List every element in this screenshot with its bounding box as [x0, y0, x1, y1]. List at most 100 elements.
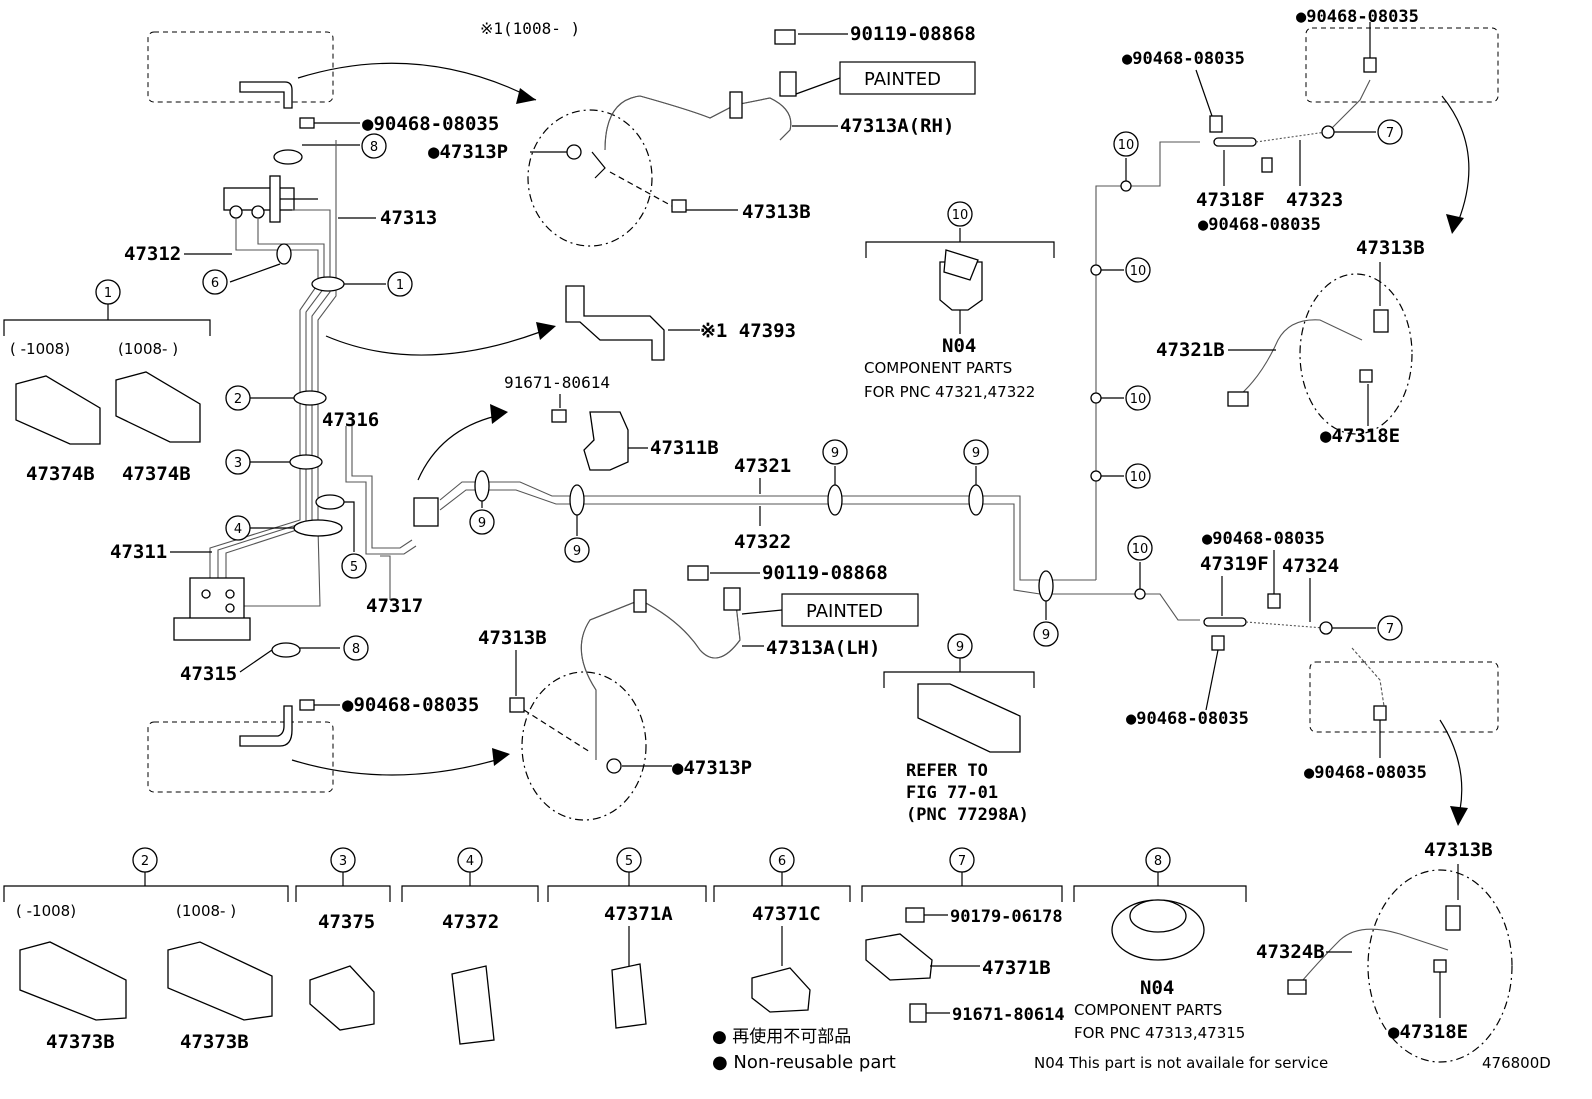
hose-47318f [1213, 137, 1257, 147]
clip-7-a [1321, 125, 1335, 139]
svg-text:2: 2 [141, 854, 149, 869]
detail-ellipse-r-rear [1367, 869, 1513, 1063]
brake-line-47316 [351, 420, 413, 549]
brake-line-bundle-4 [240, 140, 337, 607]
bracket-group-9 [883, 671, 1035, 688]
bracket-group-5 [547, 885, 707, 902]
clip-90468-a [299, 117, 315, 129]
clip-callout-9-b [569, 484, 585, 516]
hose-47319f [1203, 617, 1247, 627]
brake-line-47317 [380, 555, 391, 600]
callout-8-bot: 8 [343, 635, 369, 661]
label-r-90468-mid: ●90468-08035 [1198, 215, 1321, 235]
clip-callout-1 [311, 276, 345, 292]
callout-1-main: 1 [387, 271, 413, 297]
clamp-47371a [611, 963, 647, 1029]
bolt-90119-top [774, 29, 796, 45]
clip-90468-r-top [1363, 57, 1377, 73]
grommet-n04-inner [1129, 899, 1187, 933]
legend-en: ● Non-reusable part [712, 1052, 896, 1073]
arrow-head-5 [1446, 214, 1464, 234]
svg-text:9: 9 [831, 446, 839, 461]
svg-text:1: 1 [104, 286, 112, 301]
legend-n04: N04 This part is not availale for servic… [1034, 1054, 1328, 1072]
label-b-47372: 47372 [442, 911, 499, 933]
clip-callout-9-c [827, 484, 843, 516]
bolt-r-47313b-a [1373, 309, 1389, 333]
pipe-bottom-right-detail [1351, 647, 1385, 707]
label-refer3: (PNC 77298A) [906, 805, 1029, 825]
hose-47324b [1295, 928, 1449, 989]
clamp-47371b [865, 933, 933, 981]
pipe-47323 [1255, 131, 1327, 143]
clip-callout-4 [293, 519, 343, 537]
brake-line-bundle-2 [217, 218, 325, 600]
label-91671-80614: 91671-80614 [504, 373, 610, 392]
gasket-r-47318e-b [1433, 959, 1447, 973]
clamp-47374b-b [115, 371, 201, 443]
label-r-47321B: 47321B [1156, 339, 1225, 361]
clip-10-a [1120, 180, 1132, 192]
svg-text:9: 9 [972, 446, 980, 461]
leader-90468-r-top2 [1195, 69, 1213, 117]
clip-callout-8-bot [271, 642, 301, 658]
clip-90468-r-e [1373, 705, 1387, 721]
clip-callout-3 [289, 454, 323, 470]
clip-callout-9-e [1038, 570, 1054, 602]
callout-circles: 8 6 1 1 2 3 4 5 8 9 9 9 9 9 9 10 10 10 1… [95, 119, 1403, 873]
label-b-47371C: 47371C [752, 903, 821, 925]
callout-10-e: 10 [1127, 535, 1153, 561]
bracket-group-7 [861, 885, 1063, 902]
hose-47324b-end [1287, 979, 1307, 995]
callout-8-top: 8 [361, 133, 387, 159]
callout-7-group: 7 [949, 847, 975, 873]
brake-hose-lh [580, 599, 741, 760]
detail-ellipse-lh [521, 671, 647, 821]
clip-10-e [1134, 588, 1146, 600]
callout-3: 3 [225, 449, 251, 475]
label-refer1: REFER TO [906, 761, 988, 781]
bracket-group-4 [401, 885, 539, 902]
actuator-port-a [201, 589, 211, 599]
label-r-90468-lo2: ●90468-08035 [1126, 709, 1249, 729]
clip-callout-6 [276, 243, 292, 265]
svg-text:9: 9 [478, 516, 486, 531]
label-painted-bot: PAINTED [806, 601, 883, 622]
abs-actuator-body [189, 577, 245, 623]
brake-line-right-front [1095, 141, 1200, 580]
pipe-end-top [239, 81, 293, 109]
bracket-47311b [583, 411, 629, 471]
bolt-47313b-left [509, 697, 525, 713]
bolt-47313b-top [671, 199, 687, 213]
label-r-47324: 47324 [1282, 555, 1339, 577]
leader-90468-lo2 [1205, 649, 1219, 711]
leader-painted-bot [741, 609, 783, 615]
callout-3-group: 3 [330, 847, 356, 873]
leader-47315 [239, 649, 273, 673]
arrow-head-1 [516, 88, 536, 104]
clip-90468-r-b [1261, 157, 1273, 173]
svg-text:5: 5 [625, 854, 633, 869]
label-r-90468-lo3: ●90468-08035 [1304, 763, 1427, 783]
label-47374B-a: 47374B [26, 463, 95, 485]
callout-10-b: 10 [1125, 257, 1151, 283]
callout-7-b: 7 [1377, 615, 1403, 641]
arrow-head-6 [1450, 806, 1468, 826]
label-90468-08035-b: ●90468-08035 [342, 694, 479, 716]
svg-text:1: 1 [396, 278, 404, 293]
bracket-group-8 [1073, 885, 1247, 902]
svg-text:9: 9 [956, 640, 964, 655]
label-r-47318F: 47318F [1196, 189, 1265, 211]
label-r-47318E-b: ●47318E [1388, 1021, 1468, 1043]
union-lh [633, 589, 647, 613]
clip-callout-5 [315, 494, 345, 510]
label-90468-08035-a: ●90468-08035 [362, 113, 499, 135]
actuator-port-c [225, 603, 235, 613]
label-refer2: FIG 77-01 [906, 783, 998, 803]
arrow-curve-2 [325, 331, 541, 356]
callout-5: 5 [341, 553, 367, 579]
label-47393: ※1 47393 [700, 320, 796, 342]
label-b-47371B: 47371B [982, 957, 1051, 979]
label-b-90179-06178: 90179-06178 [950, 907, 1063, 927]
